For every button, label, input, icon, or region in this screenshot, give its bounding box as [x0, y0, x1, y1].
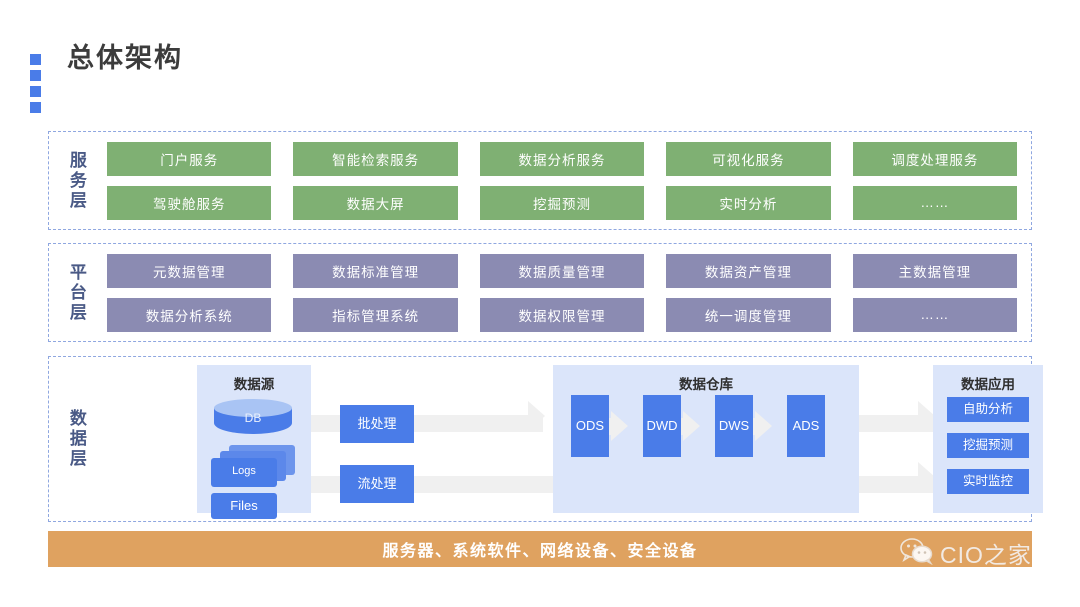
data-warehouse-title: 数据仓库 [679, 377, 733, 392]
warehouse-stage-dws[interactable]: DWS [715, 395, 753, 457]
watermark-text: CIO之家 [940, 542, 1032, 568]
service-item[interactable]: 智能检索服务 [293, 141, 458, 176]
data-layer-label: 数据层 [66, 409, 86, 469]
infrastructure-bar: 服务器、系统软件、网络设备、安全设备 [48, 531, 1032, 567]
platform-row-1: 元数据管理 数据标准管理 数据质量管理 数据资产管理 主数据管理 [103, 253, 1031, 288]
service-item[interactable]: 可视化服务 [666, 141, 831, 176]
service-layer-label: 服务层 [66, 150, 86, 211]
logs-stack-icon[interactable]: Logs [211, 445, 295, 487]
platform-layer-body: 元数据管理 数据标准管理 数据质量管理 数据资产管理 主数据管理 数据分析系统 … [103, 244, 1031, 341]
page-header: 总体架构 [0, 38, 1080, 113]
platform-item[interactable]: 数据资产管理 [666, 253, 831, 288]
platform-row-2: 数据分析系统 指标管理系统 数据权限管理 统一调度管理 …… [103, 297, 1031, 332]
platform-item[interactable]: 指标管理系统 [293, 297, 458, 332]
warehouse-stage-ads[interactable]: ADS [787, 395, 825, 457]
application-item[interactable]: 挖掘预测 [947, 433, 1029, 458]
page-title: 总体架构 [67, 43, 183, 73]
platform-item[interactable]: 元数据管理 [107, 253, 272, 288]
service-item[interactable]: 挖掘预测 [479, 185, 645, 220]
warehouse-to-app-arrowhead-icon [918, 401, 935, 431]
platform-item-more[interactable]: …… [852, 297, 1018, 332]
title-bullet-squares-icon [30, 54, 41, 113]
database-cylinder-icon[interactable]: DB [214, 399, 292, 437]
application-item[interactable]: 实时监控 [947, 469, 1029, 494]
warehouse-stage-dwd[interactable]: DWD [643, 395, 681, 457]
platform-item[interactable]: 数据权限管理 [479, 297, 645, 332]
data-layer-canvas: 数据源 DB Logs Files 批处理 流处理 数据仓库 [103, 357, 1043, 521]
service-item[interactable]: 数据分析服务 [479, 141, 645, 176]
platform-item[interactable]: 数据标准管理 [293, 253, 458, 288]
service-item[interactable]: 实时分析 [666, 185, 831, 220]
files-box[interactable]: Files [211, 493, 277, 519]
db-label: DB [244, 411, 262, 425]
service-item[interactable]: 调度处理服务 [852, 141, 1018, 176]
batch-flow-arrowhead-icon [528, 401, 545, 431]
data-application-title: 数据应用 [961, 377, 1015, 392]
service-item-more[interactable]: …… [852, 185, 1018, 220]
batch-processing-box[interactable]: 批处理 [340, 405, 414, 443]
data-source-panel: 数据源 DB Logs Files [197, 365, 311, 519]
warehouse-to-app-flow-bar [843, 415, 933, 432]
wechat-icon [900, 537, 934, 570]
platform-item[interactable]: 主数据管理 [852, 253, 1018, 288]
platform-item[interactable]: 数据质量管理 [479, 253, 645, 288]
warehouse-stage-ods[interactable]: ODS [571, 395, 609, 457]
service-layer-block: 服务层 门户服务 智能检索服务 数据分析服务 可视化服务 调度处理服务 驾驶舱服… [48, 131, 1032, 230]
application-item[interactable]: 自助分析 [947, 397, 1029, 422]
service-item[interactable]: 门户服务 [107, 141, 272, 176]
service-item[interactable]: 驾驶舱服务 [107, 185, 272, 220]
logs-label: Logs [232, 465, 256, 477]
service-row-1: 门户服务 智能检索服务 数据分析服务 可视化服务 调度处理服务 [103, 141, 1031, 176]
service-layer-body: 门户服务 智能检索服务 数据分析服务 可视化服务 调度处理服务 驾驶舱服务 数据… [103, 132, 1031, 229]
platform-layer-label: 平台层 [66, 262, 86, 323]
data-layer-block: 数据层 数据源 DB Logs Files 批处理 [48, 356, 1043, 522]
platform-item[interactable]: 统一调度管理 [666, 297, 831, 332]
service-row-2: 驾驶舱服务 数据大屏 挖掘预测 实时分析 …… [103, 185, 1031, 220]
service-item[interactable]: 数据大屏 [293, 185, 458, 220]
platform-item[interactable]: 数据分析系统 [107, 297, 272, 332]
stream-processing-box[interactable]: 流处理 [340, 465, 414, 503]
platform-layer-block: 平台层 元数据管理 数据标准管理 数据质量管理 数据资产管理 主数据管理 数据分… [48, 243, 1032, 342]
data-source-title: 数据源 [233, 377, 275, 392]
stream-flow-arrowhead-icon [918, 462, 935, 492]
watermark: CIO之家 [900, 536, 1032, 570]
